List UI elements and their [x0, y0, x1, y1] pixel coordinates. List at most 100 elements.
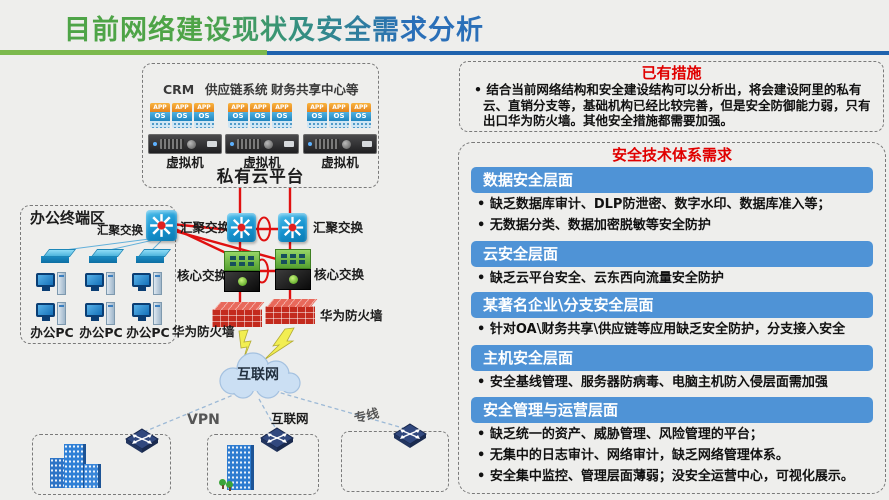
vm-dots: [228, 121, 248, 128]
office-pc-label: 办公PC: [126, 325, 170, 340]
agg-switch-icon: [146, 210, 177, 241]
section-bullet: 无数据分类、数据加密脱敏等安全防护: [471, 216, 873, 235]
os-badge: OS: [351, 112, 371, 121]
pc-icon: [132, 301, 164, 327]
header-rule-blue: [267, 51, 889, 55]
section-bullet: 无集中的日志审计、网络审计，缺乏网络管理体系。: [471, 446, 873, 465]
wan-vpn-label: VPN: [187, 412, 220, 428]
core-right-label: 核心交换: [314, 267, 365, 282]
access-switch-icon: [88, 249, 125, 265]
internet-cloud-label: 互联网: [237, 367, 279, 383]
security-requirements-panel: 安全技术体系需求 数据安全层面 缺乏数据库审计、DLP防泄密、数字水印、数据库准…: [458, 142, 886, 494]
office-pc-label: 办公PC: [30, 325, 74, 340]
vm-dots: [194, 121, 214, 128]
pc-icon: [36, 271, 68, 297]
agg-switch-icon: [278, 213, 307, 242]
branch-box-internet: [207, 434, 319, 495]
access-switch-icon: [40, 249, 77, 265]
app-badge: APP: [150, 103, 170, 112]
app-badge: APP: [272, 103, 292, 112]
firewall-right-label: 华为防火墙: [320, 308, 383, 323]
measures-title: 已有措施: [641, 64, 702, 82]
section-header-ops-security: 安全管理与运营层面: [471, 397, 873, 423]
server-icon: [148, 134, 222, 154]
system-label-finance: 财务共享中心等: [271, 82, 359, 97]
core-switch-icon: [275, 249, 311, 291]
branch-box-leased: [341, 431, 449, 492]
section-header-data-security: 数据安全层面: [471, 167, 873, 193]
vm-dots: [172, 121, 192, 128]
measures-bullet: 结合当前网络结构和安全建设结构可以分析出，将会建设阿里的私有云、直销分支等，基础…: [470, 82, 873, 129]
agg-right-label: 汇聚交换: [313, 220, 364, 235]
os-badge: OS: [150, 112, 170, 121]
server-icon: [225, 134, 299, 154]
router-icon: [125, 428, 159, 454]
vm-label: 虚拟机: [166, 155, 204, 170]
section-bullet: 针对OA\财务共享\供应链等应用缺乏安全防护，分支接入安全: [471, 320, 873, 339]
agg-switch-icon: [227, 213, 256, 242]
pc-icon: [85, 271, 117, 297]
app-badge: APP: [307, 103, 327, 112]
core-switch-icon: [224, 251, 260, 293]
system-label-scm: 供应链系统: [205, 82, 268, 97]
section-bullet: 安全基线管理、服务器防病毒、电脑主机防入侵层面需加强: [471, 373, 873, 392]
router-icon: [260, 427, 294, 453]
os-badge: OS: [307, 112, 327, 121]
os-badge: OS: [228, 112, 248, 121]
vm-dots: [150, 121, 170, 128]
access-switch-icon: [135, 249, 172, 265]
os-badge: OS: [329, 112, 349, 121]
header-rule-green: [0, 50, 267, 55]
os-badge: OS: [194, 112, 214, 121]
router-icon: [393, 423, 427, 449]
app-badge: APP: [250, 103, 270, 112]
pc-icon: [85, 301, 117, 327]
office-terminal-box: 办公终端区 汇聚交换: [20, 205, 176, 344]
app-badge: APP: [351, 103, 371, 112]
wan-internet-label: 互联网: [271, 411, 309, 426]
core-left-label: 核心交换: [177, 268, 228, 283]
vm-label: 虚拟机: [243, 155, 281, 170]
office-pc-label: 办公PC: [79, 325, 123, 340]
vm-dots: [329, 121, 349, 128]
internet-cloud-icon: [208, 350, 308, 402]
office-agg-label: 汇聚交换: [97, 223, 143, 237]
vm-dots: [250, 121, 270, 128]
section-bullet: 安全集中监控、管理层面薄弱；没安全运营中心，可视化展示。: [471, 467, 873, 486]
os-badge: OS: [172, 112, 192, 121]
app-badge: APP: [329, 103, 349, 112]
office-title: 办公终端区: [30, 209, 106, 227]
app-badge: APP: [228, 103, 248, 112]
system-label-crm: CRM: [163, 82, 195, 97]
firewall-left-label: 华为防火墙: [172, 324, 235, 339]
page-title: 目前网络建设现状及安全需求分析: [64, 8, 484, 47]
server-icon: [303, 134, 377, 154]
vm-dots: [351, 121, 371, 128]
section-header-host-security: 主机安全层面: [471, 345, 873, 371]
vm-dots: [307, 121, 327, 128]
vm-label: 虚拟机: [321, 155, 359, 170]
section-header-branch-security: 某著名企业\分支安全层面: [471, 292, 873, 318]
section-bullet: 缺乏云平台安全、云东西向流量安全防护: [471, 269, 873, 288]
section-bullet: 缺乏数据库审计、DLP防泄密、数字水印、数据库准入等；: [471, 195, 873, 214]
os-badge: OS: [250, 112, 270, 121]
requirements-title: 安全技术体系需求: [611, 146, 732, 164]
section-header-cloud-security: 云安全层面: [471, 241, 873, 267]
os-badge: OS: [272, 112, 292, 121]
app-badge: APP: [194, 103, 214, 112]
wan-leased-line-label: 专线: [352, 405, 381, 426]
branch-box-vpn: [32, 434, 171, 495]
section-bullet: 缺乏统一的资产、威胁管理、风险管理的平台；: [471, 425, 873, 444]
pc-icon: [36, 301, 68, 327]
